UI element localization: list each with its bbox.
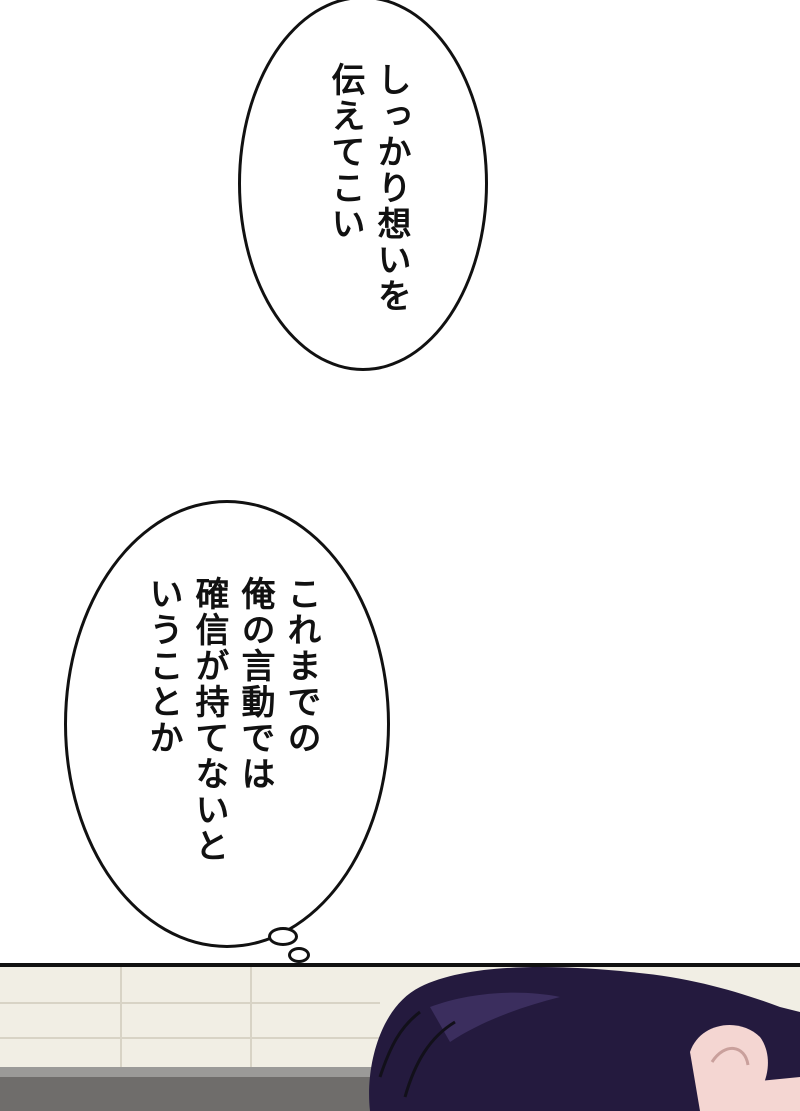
- character-skin: [700, 1077, 800, 1111]
- character-illustration: [369, 967, 800, 1111]
- ear-inner: [710, 1046, 750, 1066]
- floor-tile-line: [0, 1037, 380, 1039]
- bottom-panel-scene: [0, 967, 800, 1111]
- thought-dot-2: [288, 947, 310, 963]
- floor-tile-line: [120, 967, 122, 1067]
- thought-dot-1: [268, 927, 298, 946]
- thought-line-2: 俺の言動では: [235, 576, 275, 792]
- wall-strip: [0, 1067, 380, 1077]
- bubble-top-line-2: 伝えてこい: [325, 62, 365, 242]
- thought-line-3: 確信が持てないと: [189, 576, 229, 864]
- hair-highlight: [430, 992, 560, 1042]
- floor-tile-line: [250, 967, 252, 1067]
- speech-bubble-top-text: しっかり想いを 伝えてこい: [322, 62, 414, 314]
- floor-tile-line: [0, 1002, 380, 1004]
- speech-bubble-top: [238, 0, 488, 371]
- hair-strand: [403, 1020, 456, 1098]
- wall-shadow: [0, 1077, 380, 1111]
- hair-strand: [378, 1010, 421, 1078]
- thought-line-1: これまでの: [281, 576, 321, 756]
- thought-line-4: いうことか: [143, 576, 183, 756]
- bubble-top-line-1: しっかり想いを: [371, 62, 411, 314]
- panel-border: [0, 963, 800, 967]
- thought-bubble: [64, 500, 390, 948]
- thought-bubble-text: これまでの 俺の言動では 確信が持てないと いうことか: [140, 576, 324, 864]
